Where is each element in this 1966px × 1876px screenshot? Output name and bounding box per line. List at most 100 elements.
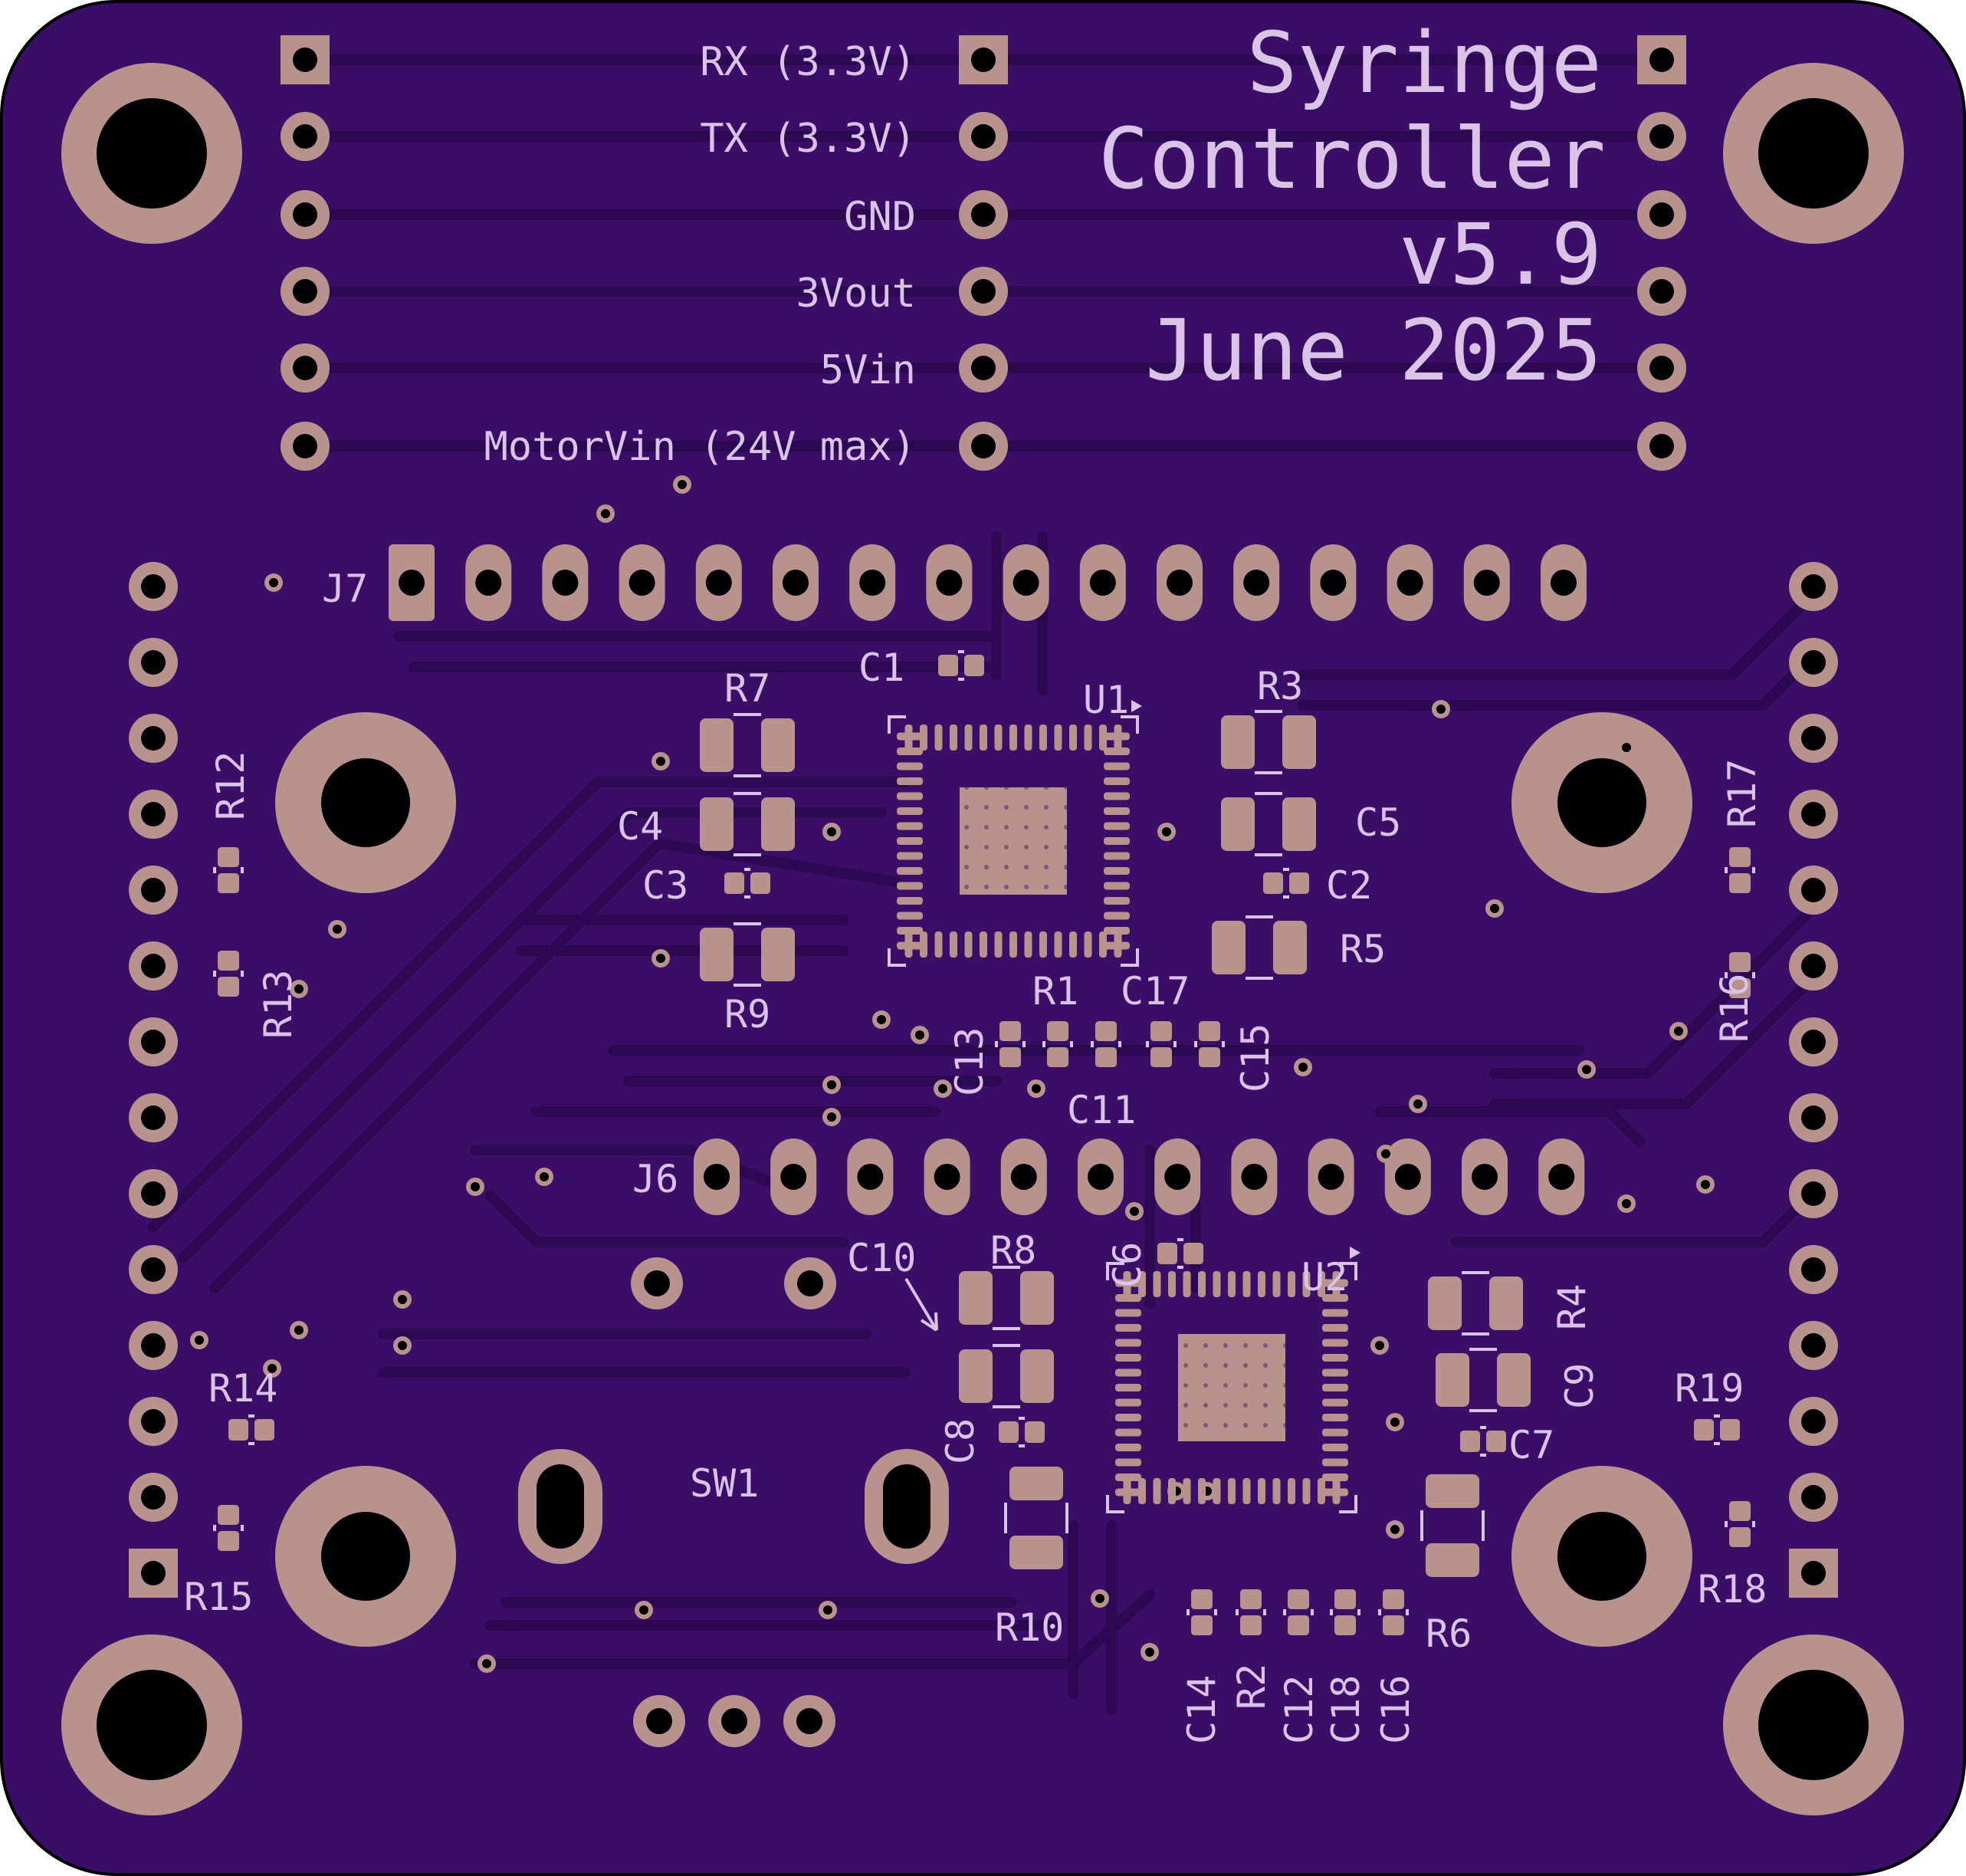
j7-pin: [926, 544, 973, 621]
smd-pad: [750, 872, 770, 894]
smd-pad: [1095, 1021, 1117, 1041]
designator-j7: J7: [322, 567, 368, 611]
side-pin-left: [129, 1245, 178, 1294]
smd-pad: [1720, 1419, 1740, 1441]
j6-pin: [1154, 1138, 1201, 1215]
designator-r18: R18: [1698, 1567, 1767, 1612]
j7-pin: [465, 544, 512, 621]
designator-c7: C7: [1508, 1423, 1554, 1467]
smd-pad: [218, 873, 239, 893]
title-line-1: Syringe: [1246, 14, 1602, 112]
smd-pad: [1383, 1615, 1404, 1635]
smd-pad: [999, 1021, 1021, 1041]
smd-pad: [1729, 873, 1751, 893]
side-pin-left: [129, 1093, 178, 1142]
j7-pin: [1541, 544, 1587, 621]
smd-pad: [1020, 1349, 1054, 1403]
smd-pad: [1183, 1243, 1203, 1264]
smd-pad: [1426, 1543, 1479, 1577]
header-pin: [1637, 343, 1686, 393]
designator-c16: C16: [1374, 1675, 1418, 1744]
j7-pin: [389, 544, 435, 621]
header-label-rx: RX (3.3V): [700, 39, 916, 85]
smd-pad: [959, 1349, 993, 1403]
j7-pin: [1387, 544, 1433, 621]
through-hole-pads: [129, 35, 1838, 1747]
mounting-hole-top-right: [1723, 63, 1904, 244]
designator-c9: C9: [1557, 1363, 1602, 1409]
j6-pin: [1308, 1138, 1354, 1215]
ic-u2: [1106, 1247, 1360, 1513]
exposed-pad: [1178, 1334, 1285, 1441]
designator-j6: J6: [632, 1157, 678, 1201]
j6-pin: [924, 1138, 970, 1215]
designator-r19: R19: [1675, 1366, 1744, 1411]
designator-r8: R8: [990, 1228, 1036, 1273]
header-pin: [1637, 35, 1686, 84]
header-pin: [1637, 422, 1686, 471]
side-pin-right: [1789, 714, 1838, 763]
header-pin: [959, 422, 1008, 471]
header-pin: [281, 112, 330, 161]
designator-c13: C13: [947, 1027, 992, 1096]
smd-pad: [1460, 1431, 1480, 1452]
mounting-hole-bottom-left: [61, 1635, 242, 1815]
header-label-gnd: GND: [844, 194, 916, 240]
side-pin-left: [129, 1169, 178, 1218]
j6-pin: [1384, 1138, 1431, 1215]
side-pin-right: [1789, 790, 1838, 839]
header-pin: [959, 112, 1008, 161]
designator-c10: C10: [847, 1236, 916, 1280]
smd-pad: [761, 797, 795, 851]
side-pin-right: [1789, 1549, 1838, 1598]
designator-r7: R7: [724, 666, 770, 711]
side-pin-left: [129, 1017, 178, 1066]
title-line-2: Controller: [1098, 110, 1606, 208]
header-label-motorvin: MotorVin (24V max): [484, 424, 916, 470]
smd-pad: [1221, 715, 1255, 769]
smd-pad: [724, 872, 744, 894]
j7-pin: [542, 544, 589, 621]
smd-pad: [218, 977, 239, 997]
smd-pad: [1191, 1589, 1213, 1609]
j6-pin: [694, 1138, 740, 1215]
designator-c8: C8: [938, 1418, 983, 1464]
designator-r3: R3: [1257, 664, 1303, 708]
side-pin-right: [1789, 562, 1838, 611]
j7-pin: [1463, 544, 1510, 621]
smd-pad: [1221, 797, 1255, 851]
reference-designators: J7 J6 U1 U2 SW1 R1 R3 R5 R6 R7 R8 R9 R10…: [184, 567, 1767, 1744]
side-pin-right: [1789, 1321, 1838, 1370]
smd-pad: [218, 847, 239, 867]
smd-pad: [761, 928, 795, 981]
smd-pad: [254, 1419, 274, 1441]
smd-pad: [1150, 1047, 1172, 1067]
smd-pad: [1694, 1419, 1714, 1441]
mounting-hole-low-left: [275, 1466, 456, 1647]
side-pin-right: [1789, 941, 1838, 991]
smd-pad: [1729, 847, 1751, 867]
j7-pin: [1079, 544, 1126, 621]
side-pin-left: [129, 941, 178, 991]
mounting-hole-low-right: [1511, 1466, 1692, 1647]
smd-pad: [1273, 921, 1307, 974]
smd-pad: [218, 1505, 239, 1525]
side-pin-left: [129, 1473, 178, 1522]
smd-pad: [1428, 1276, 1462, 1330]
smd-pad: [1240, 1615, 1262, 1635]
side-pin-left: [129, 790, 178, 839]
designator-r2: R2: [1229, 1664, 1274, 1710]
mounting-hole-bottom-right: [1723, 1635, 1904, 1815]
title-line-4: June 2025: [1145, 301, 1602, 399]
smd-pad: [1282, 715, 1316, 769]
j6-pin: [1462, 1138, 1508, 1215]
header-pin: [281, 422, 330, 471]
smd-pad: [218, 951, 239, 971]
header-pin: [1637, 112, 1686, 161]
mounting-holes: [61, 63, 1904, 1815]
header-pin: [959, 35, 1008, 84]
side-pin-right: [1789, 1245, 1838, 1294]
designator-r5: R5: [1340, 927, 1386, 971]
designator-r4: R4: [1550, 1284, 1594, 1330]
mounting-hole-top-left: [61, 63, 242, 244]
